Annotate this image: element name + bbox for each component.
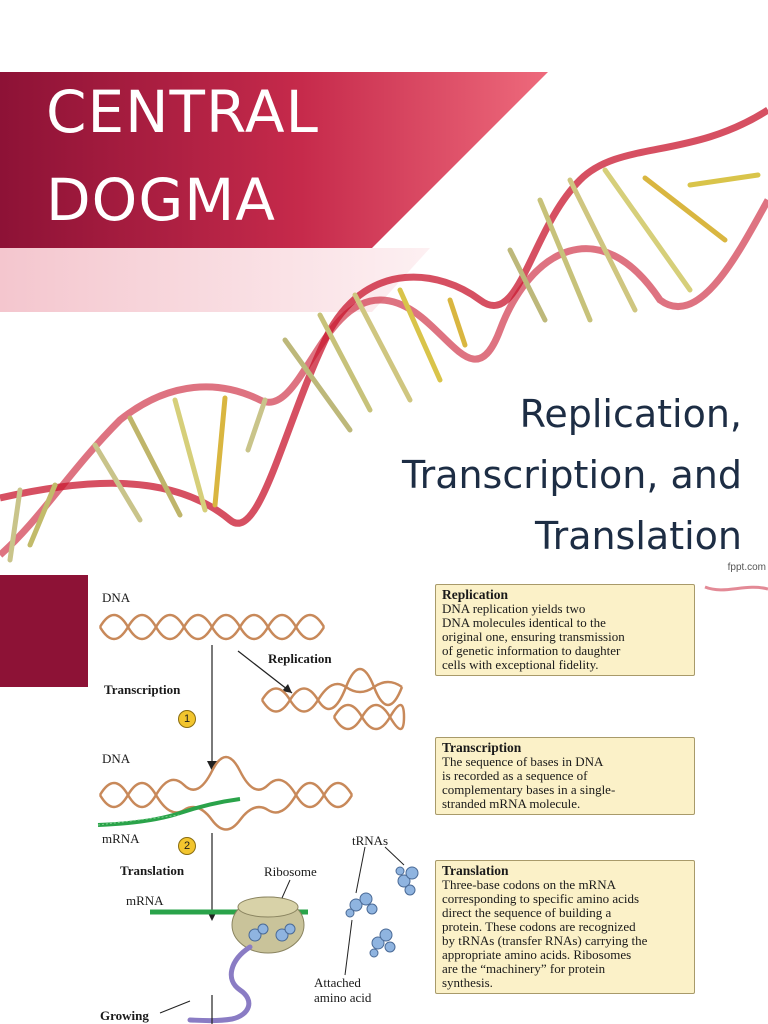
- helix-strand-b: [0, 198, 768, 558]
- banner-main: [0, 72, 548, 248]
- dna-helix-replicated: [260, 667, 406, 731]
- trna-pointer-1: [355, 846, 366, 894]
- trna-pointer-2: [384, 846, 405, 866]
- free-trnas: [345, 866, 419, 958]
- ribosome-pointer: [281, 879, 291, 899]
- title-slide-graphics: [0, 72, 768, 563]
- label-attached-1: Attached: [314, 975, 361, 990]
- label-dna-mid: DNA: [102, 751, 131, 766]
- label-ribosome: Ribosome: [264, 864, 317, 879]
- replication-arrow: [237, 650, 293, 694]
- transcription-info-box: Transcription The sequence of bases in D…: [435, 737, 695, 815]
- label-trnas: tRNAs: [352, 833, 389, 848]
- replication-info-box: Replication DNA replication yields two D…: [435, 584, 695, 676]
- title-line-2: DOGMA: [46, 166, 276, 234]
- transcription-box-heading: Transcription: [442, 740, 522, 755]
- transcription-box-text: The sequence of bases in DNA is recorded…: [442, 754, 616, 811]
- label-attached-2: amino acid: [314, 990, 372, 1005]
- step-2-badge: 2: [178, 837, 196, 855]
- replication-box-heading: Replication: [442, 587, 508, 602]
- diagram-slide: DNA Replication Transcription 1 DNA mRNA…: [0, 575, 768, 1024]
- label-growing: Growing: [100, 1008, 149, 1023]
- title-slide: CENTRAL DOGMA Replication, Transcription…: [0, 72, 768, 573]
- label-mrna-mid: mRNA: [102, 831, 140, 846]
- mrna-strand-mid-hatch: [97, 814, 181, 826]
- label-mrna-bottom: mRNA: [126, 893, 164, 908]
- growing-chain: [187, 944, 253, 1024]
- step-1-badge: 1: [178, 710, 196, 728]
- translation-info-box: Translation Three-base codons on the mRN…: [435, 860, 695, 994]
- label-translation: Translation: [120, 863, 185, 878]
- dna-helix-mid: [98, 755, 354, 831]
- credit-text: fppt.com: [727, 562, 766, 573]
- helix-rungs: [7, 167, 761, 563]
- banner-light: [0, 248, 430, 312]
- title-line-1: CENTRAL: [46, 78, 319, 146]
- diagram-graphics: [0, 575, 768, 1024]
- edge-helix-fragment: [704, 585, 768, 592]
- accent-bar: [0, 575, 88, 687]
- label-transcription: Transcription: [104, 682, 181, 697]
- subtitle-line-2: Transcription, and: [401, 453, 742, 497]
- trna-in-ribosome: [248, 923, 296, 942]
- dna-helix-top: [98, 613, 326, 641]
- label-dna-top: DNA: [102, 590, 131, 605]
- amino-acid-pointer: [344, 919, 353, 976]
- label-replication: Replication: [268, 651, 332, 666]
- translation-box-text: Three-base codons on the mRNA correspond…: [442, 877, 648, 990]
- replication-arrowhead: [282, 684, 292, 693]
- transcription-arrowhead: [207, 761, 217, 771]
- mrna-strand-mid: [97, 797, 241, 827]
- ribosome-top: [237, 896, 299, 918]
- subtitle-line-1: Replication,: [519, 392, 742, 436]
- replication-box-text: DNA replication yields two DNA molecules…: [442, 601, 625, 672]
- growing-pointer: [159, 1000, 191, 1014]
- translation-box-heading: Translation: [442, 863, 509, 878]
- subtitle-line-3: Translation: [534, 514, 742, 558]
